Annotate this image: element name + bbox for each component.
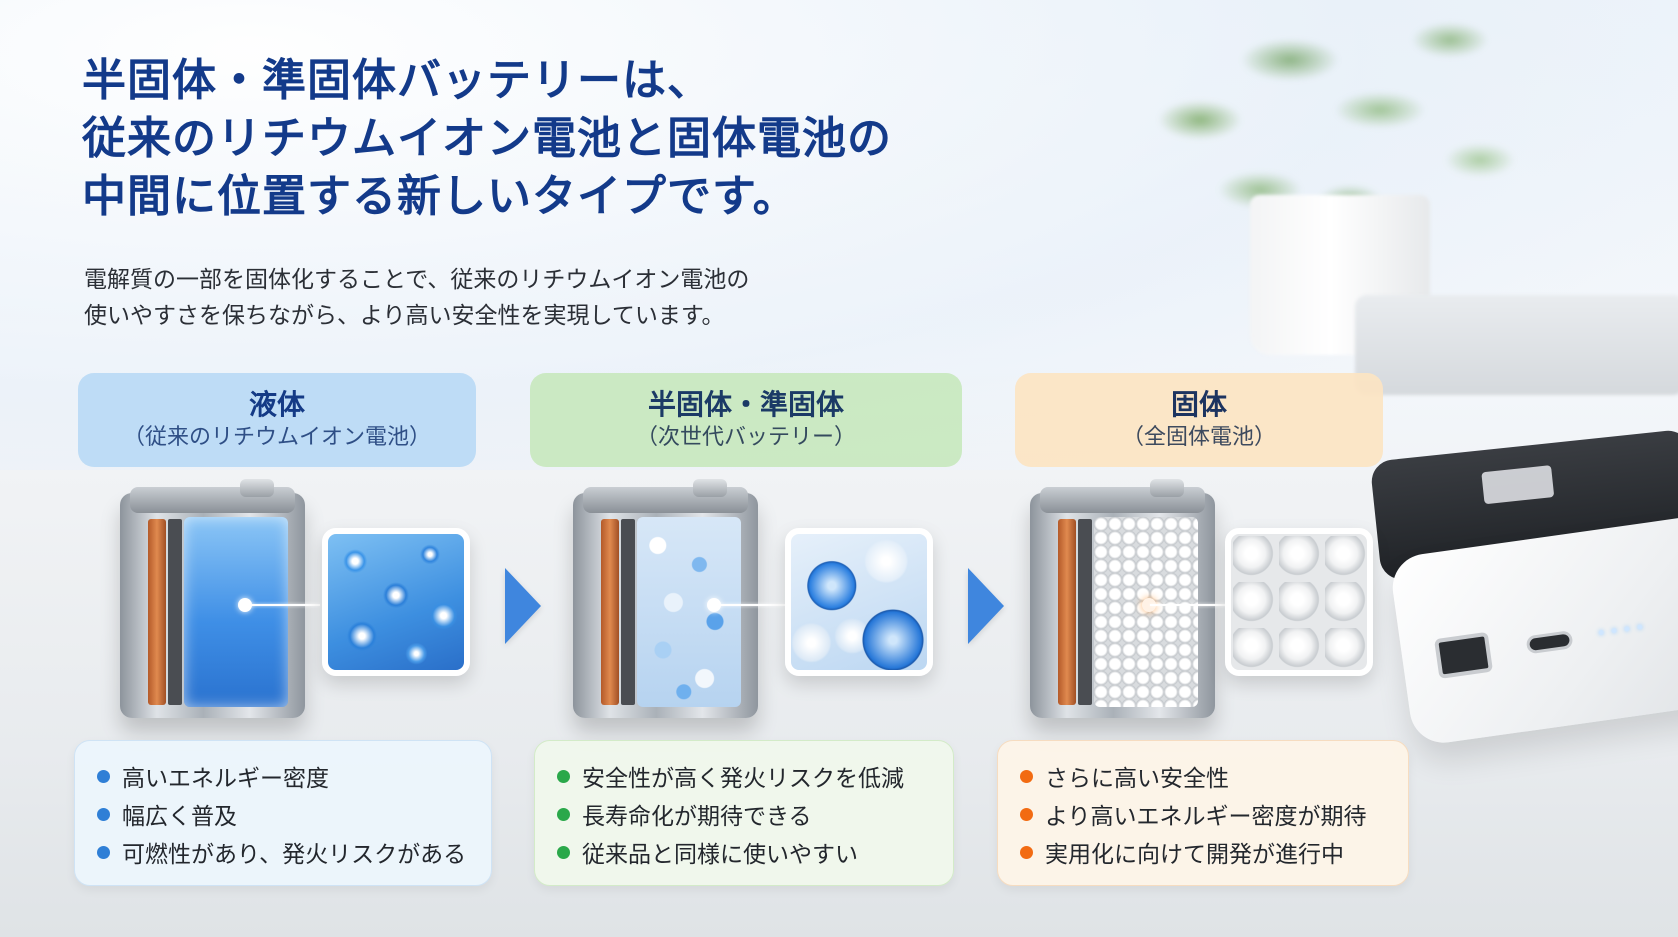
usb-c-port-icon (1525, 630, 1574, 655)
features-solid: さらに高い安全性 より高いエネルギー密度が期待 実用化に向けて開発が進行中 (997, 740, 1409, 886)
list-item: 長寿命化が期待できる (557, 795, 931, 833)
headline: 半固体・準固体バッテリーは、 従来のリチウムイオン電池と固体電池の 中間に位置す… (82, 52, 1082, 226)
pointer-dot-icon (707, 598, 721, 612)
bullet-icon (557, 807, 570, 821)
background-laptop (1355, 295, 1678, 395)
right-arrow-icon (505, 568, 541, 644)
smartphone-label (1481, 465, 1555, 505)
feature-text: 実用化に向けて開発が進行中 (1045, 842, 1344, 868)
features-semi-solid: 安全性が高く発火リスクを低減 長寿命化が期待できる 従来品と同様に使いやすい (534, 740, 954, 886)
battery-cell-solid (1030, 479, 1228, 718)
bullet-icon (97, 845, 110, 859)
magnified-liquid-electrolyte (322, 528, 470, 676)
semi-solid-electrolyte-core (637, 517, 741, 707)
type-header-solid: 固体 （全固体電池） (1015, 373, 1383, 467)
type-title: 固体 (1170, 388, 1227, 421)
pointer-dot-icon (238, 598, 252, 612)
battery-cell-liquid (120, 479, 320, 718)
feature-text: 長寿命化が期待できる (582, 804, 812, 830)
headline-line-1: 半固体・準固体バッテリーは、 (82, 55, 712, 106)
headline-line-3: 中間に位置する新しいタイプです。 (82, 171, 798, 222)
solid-electrolyte-core (1094, 517, 1198, 707)
battery-terminal-icon (693, 479, 727, 497)
bullet-icon (1020, 845, 1033, 859)
pointer-line (715, 604, 785, 606)
features-liquid: 高いエネルギー密度 幅広く普及 可燃性があり、発火リスクがある (74, 740, 492, 886)
list-item: 可燃性があり、発火リスクがある (97, 833, 469, 871)
list-item: 安全性が高く発火リスクを低減 (557, 757, 931, 795)
electrode-layer (601, 519, 619, 705)
feature-text: 高いエネルギー密度 (122, 766, 329, 792)
separator-layer (1078, 519, 1092, 705)
subtext-line-1: 電解質の一部を固体化することで、従来のリチウムイオン電池の (84, 267, 750, 293)
headline-line-2: 従来のリチウムイオン電池と固体電池の (82, 113, 892, 164)
bullet-icon (97, 769, 110, 783)
feature-text: 幅広く普及 (122, 804, 237, 830)
bullet-icon (557, 845, 570, 859)
feature-text: 従来品と同様に使いやすい (582, 842, 858, 868)
type-subtitle: （従来のリチウムイオン電池） (122, 425, 431, 450)
battery-cell-semi-solid (573, 479, 785, 718)
led-icon (1636, 624, 1643, 630)
pointer-line (1150, 604, 1228, 606)
magnified-semi-solid-electrolyte (785, 528, 933, 676)
subtext-line-2: 使いやすさを保ちながら、より高い安全性を実現しています。 (84, 303, 725, 329)
usb-a-port-icon (1434, 631, 1494, 679)
bullet-icon (1020, 807, 1033, 821)
right-arrow-icon (968, 568, 1004, 644)
separator-layer (168, 519, 182, 705)
led-icon (1598, 629, 1605, 636)
list-item: 従来品と同様に使いやすい (557, 833, 931, 871)
type-header-liquid: 液体 （従来のリチウムイオン電池） (78, 373, 476, 467)
type-header-semi-solid: 半固体・準固体 （次世代バッテリー） (530, 373, 962, 467)
pointer-line (246, 604, 320, 606)
list-item: さらに高い安全性 (1020, 757, 1386, 795)
electrode-layer (148, 519, 166, 705)
feature-text: より高いエネルギー密度が期待 (1045, 804, 1367, 830)
charge-indicator-leds (1598, 624, 1643, 636)
pointer-dot-icon (1142, 598, 1156, 612)
list-item: 高いエネルギー密度 (97, 757, 469, 795)
list-item: 幅広く普及 (97, 795, 469, 833)
type-title: 液体 (248, 388, 305, 421)
type-subtitle: （全固体電池） (1121, 425, 1276, 450)
bullet-icon (97, 807, 110, 821)
separator-layer (621, 519, 635, 705)
feature-text: 可燃性があり、発火リスクがある (122, 842, 467, 868)
type-subtitle: （次世代バッテリー） (635, 425, 856, 450)
led-icon (1624, 626, 1630, 632)
subtext: 電解質の一部を固体化することで、従来のリチウムイオン電池の 使いやすさを保ちなが… (84, 262, 984, 334)
magnified-solid-electrolyte (1225, 528, 1373, 676)
feature-text: 安全性が高く発火リスクを低減 (582, 766, 904, 792)
bullet-icon (1020, 769, 1033, 783)
battery-terminal-icon (240, 479, 274, 497)
electrode-layer (1058, 519, 1076, 705)
list-item: 実用化に向けて開発が進行中 (1020, 833, 1386, 871)
feature-text: さらに高い安全性 (1045, 766, 1229, 792)
battery-terminal-icon (1150, 479, 1184, 497)
bullet-icon (557, 769, 570, 783)
liquid-electrolyte-core (184, 517, 288, 707)
list-item: より高いエネルギー密度が期待 (1020, 795, 1386, 833)
type-title: 半固体・準固体 (647, 388, 844, 421)
led-icon (1611, 627, 1617, 634)
